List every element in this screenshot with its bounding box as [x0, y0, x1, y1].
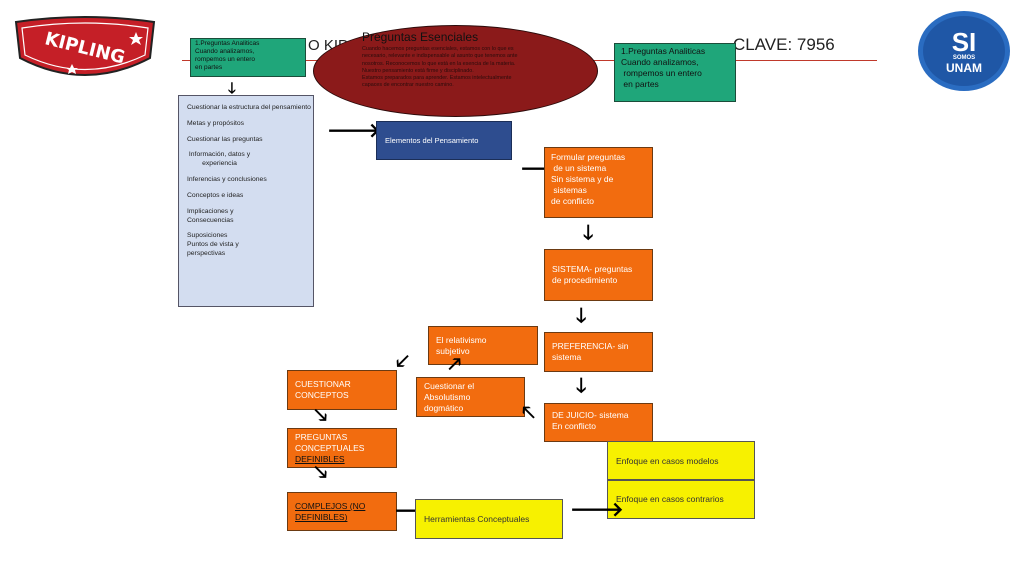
analiticas-small-line-1: Cuando analizamos,: [195, 48, 255, 56]
formular-line-0: Formular preguntas: [551, 152, 626, 162]
unam-logo-somos: SOMOS: [952, 55, 976, 61]
analiticas-right-line-1: Cuando analizamos,: [621, 57, 699, 68]
preguntas-conceptuales-line-1: CONCEPTUALES: [295, 443, 365, 454]
kipling-logo: KIPLING: [12, 14, 158, 80]
unam-logo: SI SOMOS UNAM: [918, 11, 1010, 91]
elementos-label: Elementos del Pensamiento: [385, 136, 479, 145]
preguntas-conceptuales-line-0: PREGUNTAS: [295, 432, 348, 442]
formular-box: Formular preguntas de un sistema Sin sis…: [544, 147, 653, 218]
herramientas-label: Herramientas Conceptuales: [424, 514, 530, 524]
analiticas-box-right: 1.Preguntas Analiticas Cuando analizamos…: [614, 43, 736, 102]
analiticas-right-line-0: 1.Preguntas Analiticas: [621, 46, 706, 56]
ellipse-line-3: Nuestro pensamiento está firme y discipl…: [362, 67, 474, 74]
absolutismo-line-0: Cuestionar el: [424, 381, 475, 391]
analiticas-small-line-3: en partes: [195, 64, 223, 72]
de-juicio-box: DE JUICIO- sistema En conflicto: [544, 403, 653, 442]
sistema-box: SISTEMA- preguntas de procedimiento: [544, 249, 653, 301]
enfoque-modelos-box: Enfoque en casos modelos: [607, 441, 755, 480]
analiticas-right-line-3: en partes: [621, 79, 659, 90]
enfoque-contrarios-box: Enfoque en casos contrarios: [607, 480, 755, 519]
complejos-line-1: DEFINIBLES): [295, 512, 348, 523]
cuestionar-conceptos-line-1: CONCEPTOS: [295, 390, 349, 401]
elementos-box: Elementos del Pensamiento: [376, 121, 512, 160]
preguntas-conceptuales-box: PREGUNTAS CONCEPTUALES DEFINIBLES: [287, 428, 397, 468]
formular-line-1: de un sistema: [551, 163, 607, 174]
preferencia-line-1: sistema: [552, 352, 582, 363]
arrow-down-icon: 🡓: [583, 220, 594, 244]
unam-logo-si: SI: [951, 27, 977, 57]
absolutismo-line-1: Absolutismo: [424, 392, 471, 403]
preferencia-line-0: PREFERENCIA- sin: [552, 341, 629, 351]
arrow-right-icon: 🡒: [570, 497, 624, 521]
analiticas-small-line-2: rompemos un entero: [195, 56, 255, 64]
formular-line-2: Sin sistema y de: [551, 174, 614, 185]
elements-list-item-2: Cuestionar las preguntas: [187, 135, 263, 143]
de-juicio-line-0: DE JUICIO- sistema: [552, 410, 629, 420]
cuestionar-conceptos-box: CUESTIONAR CONCEPTOS: [287, 370, 397, 410]
arrow-down-right-icon: 🡖: [314, 460, 328, 484]
complejos-line-0: COMPLEJOS (NO: [295, 501, 366, 511]
elements-list-item-0: Cuestionar la estructura del pensamiento: [187, 104, 311, 111]
analiticas-small-line-0: 1.Preguntas Analiticas: [195, 40, 260, 47]
herramientas-box: Herramientas Conceptuales: [415, 499, 563, 539]
enfoque-contrarios-label: Enfoque en casos contrarios: [616, 494, 724, 504]
analiticas-right-line-2: rompemos un entero: [621, 68, 702, 79]
elements-list-box: Cuestionar la estructura del pensamiento…: [178, 95, 314, 307]
ellipse-line-1: necesario, relevante e indispensable al …: [362, 53, 518, 60]
enfoque-modelos-label: Enfoque en casos modelos: [616, 456, 719, 466]
arrow-down-right-icon: 🡖: [314, 403, 328, 427]
sistema-line-0: SISTEMA- preguntas: [552, 264, 633, 274]
relativismo-line-0: El relativismo: [436, 335, 487, 345]
arrow-down-icon: 🡓: [576, 373, 587, 397]
arrow-up-left-icon: 🡔: [522, 400, 536, 424]
preguntas-conceptuales-line-2: DEFINIBLES: [295, 454, 345, 465]
elements-list-item-4: Inferencias y conclusiones: [187, 176, 267, 184]
elements-list-item-5: Conceptos e ideas: [187, 191, 244, 199]
cuestionar-conceptos-line-0: CUESTIONAR: [295, 379, 351, 389]
preguntas-esenciales-title: Preguntas Esenciales: [362, 30, 479, 44]
relativismo-box: El relativismo subjetivo: [428, 326, 538, 365]
ellipse-line-0: Cuando hacemos preguntas esenciales, est…: [362, 46, 514, 52]
arrow-up-right-icon: 🡕: [448, 352, 462, 376]
preguntas-esenciales-ellipse: [313, 25, 598, 117]
arrow-down-icon: 🡓: [576, 303, 587, 327]
de-juicio-line-1: En conflicto: [552, 421, 596, 432]
ellipse-line-2: nosotros. Reconocemos lo que está en la …: [362, 60, 516, 67]
formular-line-4: de conflicto: [551, 196, 594, 207]
arrow-down-icon: 🡓: [228, 79, 236, 97]
arrow-down-left-icon: 🡗: [396, 349, 410, 373]
sistema-line-1: de procedimiento: [552, 275, 618, 286]
formular-line-3: sistemas: [551, 185, 587, 196]
elements-list-item-7: Suposiciones Puntos de vista y perspecti…: [187, 232, 239, 258]
complejos-box: COMPLEJOS (NO DEFINIBLES): [287, 492, 397, 531]
relativismo-line-1: subjetivo: [436, 346, 470, 357]
elements-list-item-6: Implicaciones y Consecuencias: [187, 207, 234, 224]
preguntas-esenciales-text: Cuando hacemos preguntas esenciales, est…: [362, 46, 572, 90]
ellipse-line-4: Estamos preparados para aprender. Estamo…: [362, 75, 512, 82]
clave-label: CLAVE: 7956: [733, 35, 835, 54]
analiticas-box-small: 1.Preguntas Analiticas Cuando analizamos…: [190, 38, 306, 77]
arrow-right-icon: 🡒: [327, 118, 381, 142]
absolutismo-box: Cuestionar el Absolutismo dogmático: [416, 377, 525, 417]
elements-list-item-3: Información, datos y experiencia: [188, 151, 251, 168]
absolutismo-line-2: dogmático: [424, 403, 464, 414]
ellipse-line-5: capaces de encontrar nuestro camino.: [362, 82, 454, 89]
unam-logo-unam: UNAM: [946, 61, 982, 75]
elements-list-item-1: Metas y propósitos: [187, 119, 245, 127]
preferencia-box: PREFERENCIA- sin sistema: [544, 332, 653, 372]
